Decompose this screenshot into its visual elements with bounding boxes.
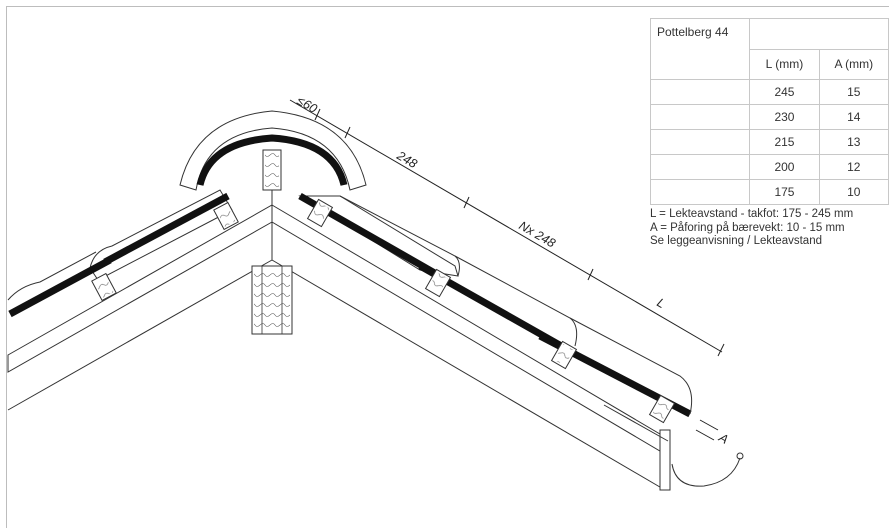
left-roof-tiles [7,189,239,318]
cell-l: 230 [749,104,820,130]
table-row-label [649,79,751,105]
cell-a: 12 [818,154,889,180]
table-row: 200 12 [649,154,889,180]
table-row: 245 15 [649,79,889,105]
cell-a: 10 [818,179,889,205]
ridge-batten [262,149,282,206]
cell-l: 200 [749,154,820,180]
first-span-label: 248 [394,148,420,171]
drawing-frame [6,6,889,528]
note-leggeanvisning: Se leggeanvisning / Lekteavstand [650,235,822,247]
table-row-label [649,129,751,155]
header-a: A (mm) [818,48,889,80]
table-row-label [649,154,751,180]
cell-a: 14 [818,104,889,130]
cell-l: 245 [749,79,820,105]
table-subheader-row: L (mm) A (mm) [651,48,889,80]
table-row: 230 14 [649,104,889,130]
table-row: 215 13 [649,129,889,155]
note-paforing: A = Påforing på bærevekt: 10 - 15 mm [650,221,845,234]
table-row: 175 10 [649,179,889,205]
dimension-line [289,99,725,441]
header-spacer [749,18,889,50]
legend-notes: L = Lekteavstand - takfot: 175 - 245 mm … [650,208,853,249]
spec-table: Pottelberg 44 L (mm) A (mm) 245 15 230 1… [649,18,889,205]
cell-a: 15 [818,79,889,105]
table-row-label [649,179,751,205]
gutter [671,452,744,487]
cell-l: 215 [749,129,820,155]
table-row-label [649,104,751,130]
roof-structure [7,204,671,491]
ridge-beam [251,265,293,335]
ridge-offset-label: ≤60 [295,93,320,116]
ridge-cap-tile [179,110,367,191]
cell-a: 13 [818,129,889,155]
header-l: L (mm) [749,48,820,80]
model-name: Pottelberg 44 [649,18,751,80]
batten-offset-label: A [716,430,731,447]
eave-span-label: L [655,295,668,311]
cell-l: 175 [749,179,820,205]
note-lekteavstand: L = Lekteavstand - takfot: 175 - 245 mm [650,208,854,220]
right-roof-tiles [298,192,693,424]
repeat-span-label: Nx 248 [517,218,558,250]
table-header-row: Pottelberg 44 [649,18,889,80]
